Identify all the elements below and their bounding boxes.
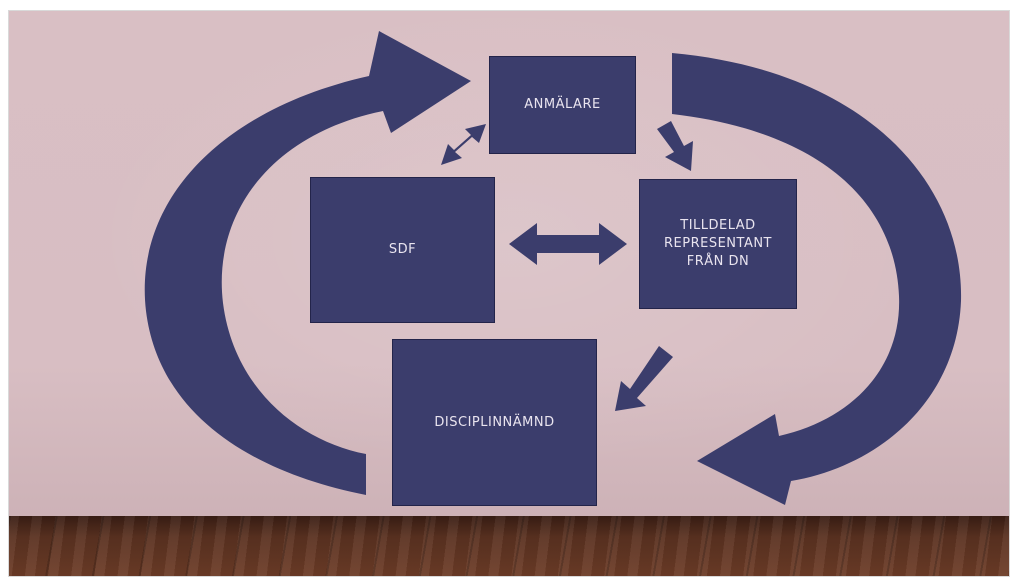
right-curved-arrow xyxy=(672,53,962,505)
diagram-arrows xyxy=(144,31,962,505)
box-tilldelad-representant: TILLDELAD REPRESENTANT FRÅN DN xyxy=(639,179,797,309)
wooden-floor xyxy=(9,516,1009,576)
arrow-anmalare-tilldelad xyxy=(657,121,693,171)
double-arrow-sdf-tilldelad xyxy=(509,223,627,265)
box-anmalare: ANMÄLARE xyxy=(489,56,636,154)
double-arrow-anmalare-sdf xyxy=(441,124,486,165)
left-curved-arrow xyxy=(144,31,472,495)
box-disciplinnamnd: DISCIPLINNÄMND xyxy=(392,339,597,506)
slide: ANMÄLARE SDF TILLDELAD REPRESENTANT FRÅN… xyxy=(8,10,1010,577)
box-sdf: SDF xyxy=(310,177,495,323)
arrow-tilldelad-disciplin xyxy=(615,346,673,411)
